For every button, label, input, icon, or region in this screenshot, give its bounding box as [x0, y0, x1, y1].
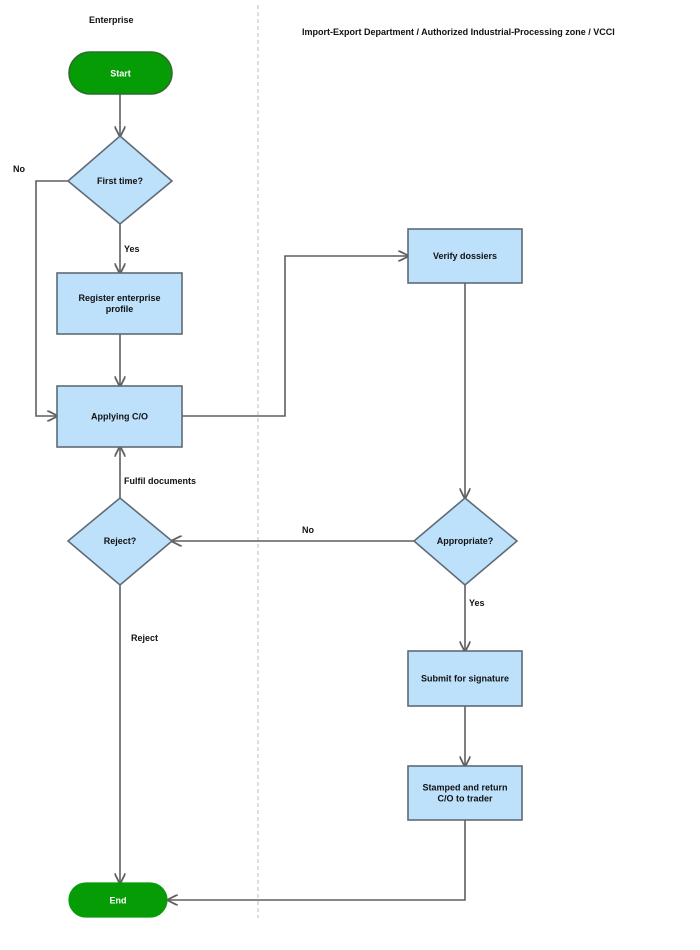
edge-stamped-to-end: [168, 820, 466, 900]
start-label: Start: [110, 69, 131, 79]
lane-title-department: Import-Export Department / Authorized In…: [302, 27, 615, 37]
process-register: Register enterprise profile: [56, 272, 183, 335]
edge-first-time-no: [35, 180, 68, 416]
edge-label-no-first: No: [13, 164, 25, 174]
register-label-line1: Register enterprise: [78, 293, 160, 303]
decision-reject: Reject?: [66, 496, 174, 587]
appropriate-label: Appropriate?: [437, 536, 494, 546]
edges: [35, 94, 466, 900]
start-terminal: Start: [68, 51, 173, 95]
register-label-line2: profile: [106, 304, 134, 314]
edge-label-reject: Reject: [131, 633, 158, 643]
edge-label-yes-appropriate: Yes: [469, 598, 485, 608]
stamped-label-line2: C/O to trader: [437, 794, 493, 804]
decision-first-time: First time?: [66, 134, 174, 226]
edge-label-fulfil: Fulfil documents: [124, 476, 196, 486]
applying-label: Applying C/O: [91, 412, 148, 422]
process-verify: Verify dossiers: [407, 228, 523, 284]
submit-label: Submit for signature: [421, 674, 509, 684]
process-submit: Submit for signature: [407, 650, 523, 707]
verify-label: Verify dossiers: [433, 251, 497, 261]
process-applying: Applying C/O: [56, 385, 183, 448]
lane-title-enterprise: Enterprise: [89, 15, 134, 25]
decision-appropriate: Appropriate?: [412, 496, 519, 587]
edge-label-no-appropriate: No: [302, 525, 314, 535]
end-terminal: End: [68, 882, 168, 918]
process-stamped: Stamped and return C/O to trader: [407, 765, 523, 821]
stamped-label-line1: Stamped and return: [422, 783, 507, 793]
edge-applying-to-verify: [182, 256, 408, 417]
first-time-label: First time?: [97, 176, 143, 186]
end-label: End: [110, 896, 127, 906]
edge-label-yes-first: Yes: [124, 244, 140, 254]
reject-question-label: Reject?: [104, 536, 137, 546]
